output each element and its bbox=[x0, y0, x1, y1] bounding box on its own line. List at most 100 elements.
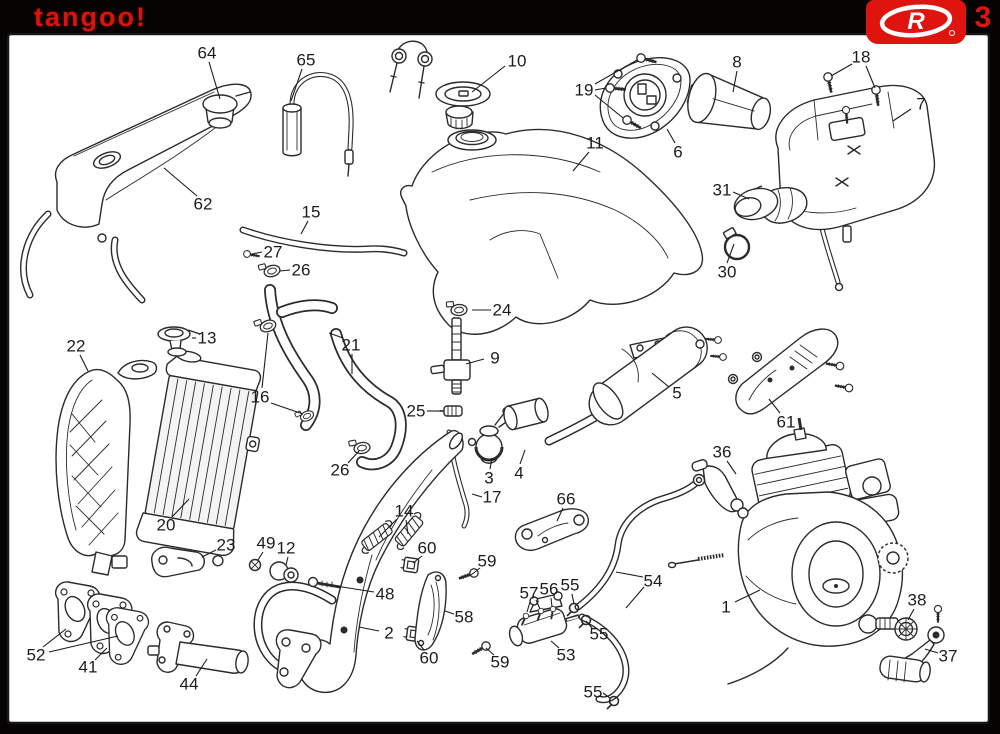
callout-leader-19 bbox=[594, 59, 638, 85]
callout-leader-14 bbox=[405, 519, 409, 535]
callout-leader-62 bbox=[163, 167, 198, 197]
part-callout-59-36: 59 bbox=[478, 552, 497, 571]
engine-bracket-drawing bbox=[514, 508, 590, 552]
callout-leader-1 bbox=[734, 589, 761, 603]
part-callout-4-26: 4 bbox=[514, 464, 523, 483]
callout-leader-30 bbox=[726, 243, 735, 264]
part-callout-10-2: 10 bbox=[508, 52, 527, 71]
callout-leader-19 bbox=[594, 94, 624, 119]
part-callout-26-24: 26 bbox=[331, 461, 350, 480]
fuel-hose-fitting-drawing bbox=[439, 405, 463, 417]
intake-sleeve-drawing bbox=[503, 397, 549, 431]
callout-leader-44 bbox=[195, 658, 208, 677]
part-callout-55-48: 55 bbox=[584, 683, 603, 702]
callout-leader-56 bbox=[550, 597, 553, 608]
callout-leader-6 bbox=[666, 128, 676, 144]
radiator-cap-drawing bbox=[157, 326, 201, 357]
callout-leader-58 bbox=[444, 610, 455, 615]
exhaust-chamber-drawing bbox=[248, 429, 464, 694]
part-callout-62-11: 62 bbox=[194, 195, 213, 214]
callout-leader-52 bbox=[48, 635, 119, 653]
engine-drawing bbox=[667, 417, 909, 685]
overflow-hose-drawing bbox=[239, 226, 408, 257]
callout-leader-10 bbox=[471, 65, 506, 93]
callout-leader-41 bbox=[94, 647, 108, 661]
callout-leader-21 bbox=[328, 332, 344, 339]
part-callout-14-34: 14 bbox=[395, 502, 414, 521]
callout-leader-26 bbox=[347, 450, 360, 464]
callout-leader-38 bbox=[907, 608, 915, 621]
callout-leader-23 bbox=[201, 549, 217, 558]
part-callout-60-40: 60 bbox=[420, 649, 439, 668]
radiator-hoses-drawing bbox=[242, 249, 407, 471]
part-callout-11-7: 11 bbox=[586, 134, 604, 153]
callout-leader-16 bbox=[261, 332, 269, 389]
part-callout-38-50: 38 bbox=[908, 591, 927, 610]
part-callout-16-23: 16 bbox=[251, 388, 270, 407]
page-number: 3 bbox=[974, 1, 992, 34]
callout-leader-54 bbox=[615, 571, 644, 578]
callout-leader-15 bbox=[300, 220, 309, 235]
part-callout-23-31: 23 bbox=[217, 536, 236, 555]
callout-leader-8 bbox=[732, 70, 738, 93]
part-callout-13-16: 13 bbox=[198, 329, 217, 348]
rieju-badge: R bbox=[866, 0, 966, 44]
part-callout-26-14: 26 bbox=[292, 261, 311, 280]
callout-leader-5 bbox=[651, 372, 670, 388]
callout-leader-54 bbox=[625, 586, 645, 609]
part-callout-53-47: 53 bbox=[557, 646, 576, 665]
part-callout-31-9: 31 bbox=[713, 181, 732, 200]
intake-manifold-drawing bbox=[147, 621, 249, 674]
callout-leader-12 bbox=[285, 556, 289, 566]
part-callout-65-1: 65 bbox=[297, 51, 316, 70]
air-filter-drawing bbox=[686, 72, 772, 131]
callout-leader-64 bbox=[208, 61, 221, 100]
part-callout-25-22: 25 bbox=[407, 402, 426, 421]
part-callout-57-42: 57 bbox=[520, 584, 539, 603]
callout-leader-60 bbox=[416, 640, 425, 651]
part-callout-49-32: 49 bbox=[257, 534, 276, 553]
part-callout-2-39: 2 bbox=[384, 624, 393, 643]
exhaust-guard-drawing bbox=[399, 555, 494, 659]
part-callout-30-10: 30 bbox=[718, 263, 737, 282]
radiator-bracket-drawing bbox=[151, 546, 205, 578]
callout-leader-3 bbox=[489, 457, 493, 470]
radiator-drawing bbox=[135, 350, 262, 567]
callout-leader-11 bbox=[572, 151, 590, 172]
part-callout-15-12: 15 bbox=[302, 203, 321, 222]
callout-leader-66 bbox=[556, 507, 564, 522]
radiator-guard-drawing bbox=[55, 359, 158, 576]
callout-leader-52 bbox=[42, 628, 67, 648]
part-callout-3-25: 3 bbox=[484, 469, 493, 488]
duct-clamp-drawing bbox=[722, 227, 751, 261]
part-callout-8-4: 8 bbox=[732, 53, 741, 72]
part-callout-58-38: 58 bbox=[455, 608, 474, 627]
part-callout-44-54: 44 bbox=[180, 675, 199, 694]
callout-leader-61 bbox=[768, 398, 781, 414]
breather-tube-drawing bbox=[282, 72, 354, 177]
callout-leader-19 bbox=[594, 87, 607, 91]
callout-leader-18 bbox=[830, 63, 853, 77]
fuel-tap-drawing bbox=[430, 299, 471, 395]
callout-leader-59 bbox=[485, 647, 495, 656]
callout-leader-14 bbox=[378, 518, 398, 538]
rieju-logo-icon: R bbox=[879, 4, 955, 38]
part-callout-18-5: 18 bbox=[852, 48, 871, 67]
part-callout-55-44: 55 bbox=[561, 576, 580, 595]
part-callout-48-37: 48 bbox=[376, 585, 395, 604]
part-callout-41-53: 41 bbox=[79, 658, 98, 677]
callout-leader-18 bbox=[865, 65, 876, 89]
callout-leader-22 bbox=[79, 354, 89, 372]
part-callout-52-52: 52 bbox=[27, 646, 46, 665]
part-callout-24-15: 24 bbox=[493, 301, 512, 320]
part-callout-61-21: 61 bbox=[777, 413, 796, 432]
callout-leader-55 bbox=[571, 593, 575, 605]
callout-leader-60 bbox=[412, 555, 423, 564]
callout-leader-49 bbox=[257, 551, 264, 561]
callout-leader-57 bbox=[535, 599, 541, 610]
part-callout-21-18: 21 bbox=[342, 336, 361, 355]
part-callout-54-45: 54 bbox=[644, 572, 663, 591]
callout-leader-65 bbox=[290, 68, 303, 102]
